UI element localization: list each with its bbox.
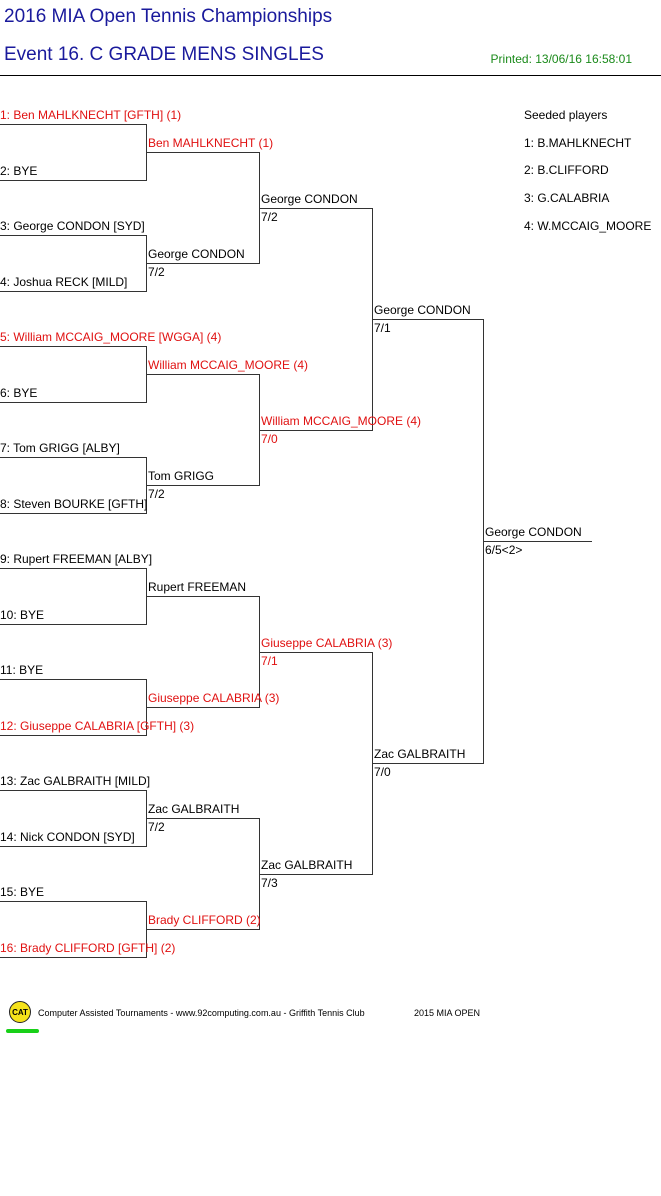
player-entry: 7: Tom GRIGG [ALBY]	[0, 441, 120, 455]
match-score: 7/1	[374, 321, 391, 335]
match-score: 7/2	[148, 265, 165, 279]
winner-name: George CONDON	[261, 192, 358, 206]
tournament-title: 2016 MIA Open Tennis Championships	[4, 6, 333, 27]
match-score: 7/0	[261, 432, 278, 446]
winner-name: George CONDON	[148, 247, 245, 261]
seeded-players-heading: Seeded players	[524, 108, 608, 122]
player-entry: 10: BYE	[0, 608, 45, 622]
footer-credit: Computer Assisted Tournaments - www.92co…	[38, 1008, 365, 1018]
match-score: 7/0	[374, 765, 391, 779]
header-divider	[0, 75, 661, 76]
player-entry: 9: Rupert FREEMAN [ALBY]	[0, 552, 153, 566]
player-entry: 1: Ben MAHLKNECHT [GFTH] (1)	[0, 108, 182, 122]
match-score: 7/2	[148, 487, 165, 501]
match-score: 7/3	[261, 876, 278, 890]
player-entry: 8: Steven BOURKE [GFTH]	[0, 497, 148, 511]
seed-item: 3: G.CALABRIA	[524, 191, 610, 205]
winner-name: Zac GALBRAITH	[261, 858, 353, 872]
printed-timestamp: Printed: 13/06/16 16:58:01	[490, 52, 632, 66]
player-entry: 6: BYE	[0, 386, 38, 400]
winner-name: Tom GRIGG	[148, 469, 215, 483]
player-entry: 5: William MCCAIG_MOORE [WGGA] (4)	[0, 330, 222, 344]
winner-name: Zac GALBRAITH	[148, 802, 240, 816]
winner-name: Ben MAHLKNECHT (1)	[148, 136, 274, 150]
final-score: 6/5<2>	[485, 543, 523, 557]
player-entry: 4: Joshua RECK [MILD]	[0, 275, 128, 289]
player-entry: 2: BYE	[0, 164, 38, 178]
winner-name: William MCCAIG_MOORE (4)	[148, 358, 309, 372]
player-entry: 16: Brady CLIFFORD [GFTH] (2)	[0, 941, 176, 955]
winner-name: Zac GALBRAITH	[374, 747, 466, 761]
logo-underline	[6, 1029, 39, 1033]
winner-name: William MCCAIG_MOORE (4)	[261, 414, 422, 428]
winner-name: Rupert FREEMAN	[148, 580, 247, 594]
winner-name: Brady CLIFFORD (2)	[148, 913, 261, 927]
player-entry: 11: BYE	[0, 663, 44, 677]
player-entry: 3: George CONDON [SYD]	[0, 219, 145, 233]
match-score: 7/2	[261, 210, 278, 224]
champion-name: George CONDON	[485, 525, 582, 539]
player-entry: 15: BYE	[0, 885, 45, 899]
seed-item: 1: B.MAHLKNECHT	[524, 136, 632, 150]
match-score: 7/2	[148, 820, 165, 834]
winner-name: Giuseppe CALABRIA (3)	[261, 636, 393, 650]
player-entry: 13: Zac GALBRAITH [MILD]	[0, 774, 151, 788]
match-score: 7/1	[261, 654, 278, 668]
winner-name: George CONDON	[374, 303, 471, 317]
footer-event: 2015 MIA OPEN	[414, 1008, 481, 1018]
cat-logo-icon: CAT	[9, 1001, 31, 1023]
seed-item: 2: B.CLIFFORD	[524, 163, 609, 177]
player-entry: 14: Nick CONDON [SYD]	[0, 830, 135, 844]
winner-name: Giuseppe CALABRIA (3)	[148, 691, 280, 705]
seed-item: 4: W.MCCAIG_MOORE	[524, 219, 652, 233]
player-entry: 12: Giuseppe CALABRIA [GFTH] (3)	[0, 719, 195, 733]
event-title: Event 16. C GRADE MENS SINGLES	[4, 44, 324, 65]
